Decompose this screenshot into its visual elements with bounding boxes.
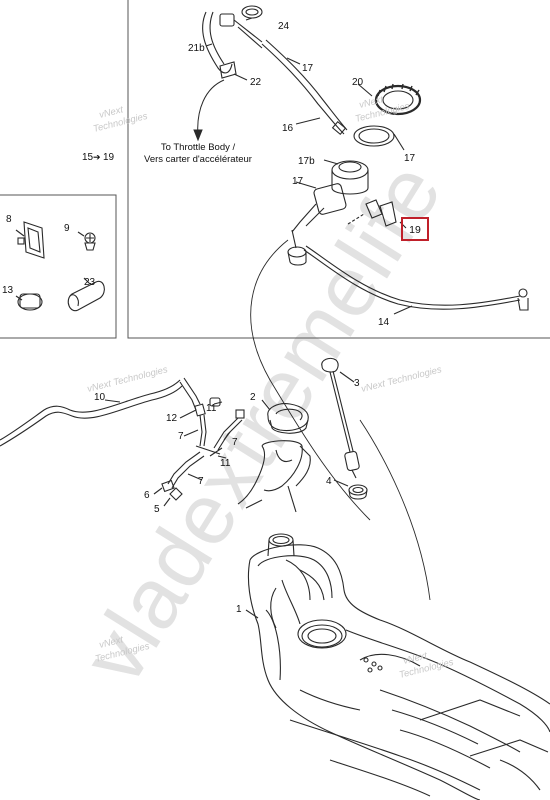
- callout-22: 24: [278, 21, 290, 32]
- callout-9: 9: [64, 223, 70, 234]
- callout-12: 11: [206, 403, 217, 414]
- ref-arrow: ➔: [93, 152, 101, 162]
- callout-17a: 16: [282, 123, 294, 134]
- callout-7b: 7: [232, 437, 238, 448]
- callout-14: 13: [2, 285, 14, 296]
- throttle-caption-line2: Vers carter d'accélérateur: [144, 154, 252, 165]
- watermark-3: vNext Technologies: [86, 364, 169, 395]
- callout-23: 23: [84, 277, 96, 288]
- watermark-4: vNext Technologies: [360, 364, 443, 395]
- callout-3: 3: [354, 378, 360, 389]
- callout-17b-ring: 17: [404, 153, 416, 164]
- inset-small-parts: [15, 221, 105, 312]
- highlight-text: 19: [409, 224, 421, 236]
- highlight-callout-19: 19: [401, 217, 429, 241]
- fuel-pump-assembly: [202, 5, 529, 601]
- callout-16: 14: [378, 317, 390, 328]
- callout-17b: 17: [302, 63, 314, 74]
- callout-4: 4: [326, 476, 332, 487]
- callout-17c: 17: [292, 176, 304, 187]
- callout-21: 21b: [188, 43, 205, 54]
- callout-21b: 22: [250, 77, 262, 88]
- ref-from: 15: [82, 152, 94, 163]
- callout-7a: 7: [178, 431, 184, 442]
- callout-5: 5: [154, 504, 160, 515]
- throttle-caption: To Throttle Body / Vers carter d'accélér…: [128, 142, 268, 166]
- callout-7c: 7: [198, 476, 204, 487]
- ref-to: 19: [103, 152, 115, 163]
- callout-6: 6: [144, 490, 150, 501]
- inset-frames: [0, 0, 550, 339]
- throttle-arrow: [193, 79, 225, 142]
- callout-8: 8: [6, 214, 12, 225]
- callout-10: 10: [94, 392, 106, 403]
- callout-18: 17b: [298, 156, 315, 167]
- callout-13: 12: [166, 413, 178, 424]
- throttle-caption-line1: To Throttle Body /: [160, 142, 236, 153]
- ref-label: 15 ➔ 19: [82, 152, 115, 163]
- callout-2: 2: [250, 392, 256, 403]
- callout-1: 1: [236, 604, 242, 615]
- callout-20: 20: [352, 77, 364, 88]
- callouts: 24 21b 22 17 20 16 17 17b 17 14 8 9 13 2…: [2, 21, 416, 615]
- callout-11: 11: [220, 458, 231, 469]
- fuel-tank-assembly: [0, 357, 550, 800]
